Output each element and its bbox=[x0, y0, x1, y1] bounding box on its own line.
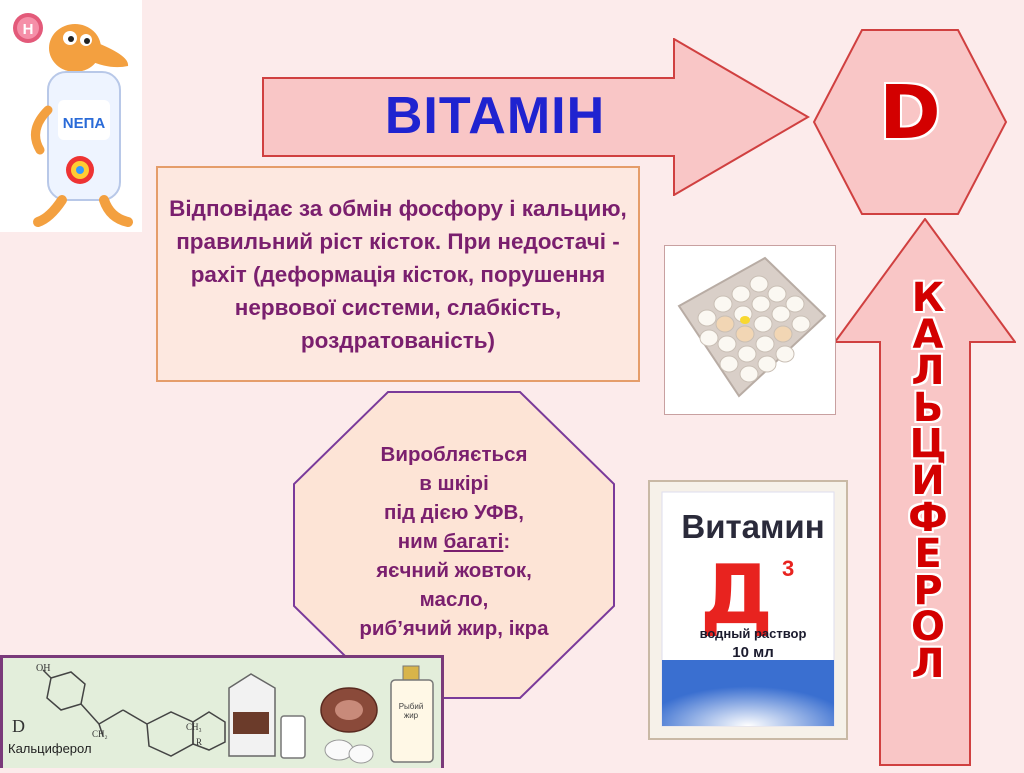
letter-1: К bbox=[911, 275, 945, 321]
letter-11: Л bbox=[911, 640, 945, 687]
letter-10: О bbox=[910, 604, 945, 651]
fish-oil-label: Рыбий жир bbox=[398, 702, 424, 720]
structure-ch3-label: CH₃ bbox=[186, 722, 202, 732]
letter-9: Р bbox=[913, 567, 943, 614]
structure-panel bbox=[0, 655, 444, 768]
product-brand: Витамин bbox=[681, 508, 825, 545]
product-subscript: 3 bbox=[782, 556, 795, 581]
letter-7: Ф bbox=[908, 494, 948, 541]
structure-caption: Кальциферол bbox=[8, 741, 92, 756]
letter-3: Л bbox=[911, 348, 945, 395]
octagon-shape bbox=[293, 391, 615, 699]
letter-5: Ц bbox=[909, 421, 947, 468]
title-vitamin: ВІТАМІН bbox=[384, 87, 606, 145]
hexagon-shape bbox=[812, 29, 1008, 215]
hexagon-letter: D bbox=[879, 70, 941, 156]
mascot-image: Н NEПA bbox=[0, 0, 142, 232]
octagon-line-3: під дією УФВ, bbox=[384, 501, 524, 524]
description-box: Відповідає за обмін фосфору і кальцию, п… bbox=[156, 166, 640, 382]
vitamin-d3-box-image bbox=[648, 480, 848, 740]
eggs-image bbox=[664, 245, 836, 415]
letter-8: Е bbox=[914, 531, 942, 578]
right-arrow-shape bbox=[262, 38, 810, 196]
mascot-badge: Н bbox=[23, 21, 34, 38]
product-line-2: 10 мл bbox=[732, 644, 774, 661]
up-arrow-shape bbox=[834, 218, 1016, 766]
octagon-line-5: яєчний жовток, bbox=[376, 559, 532, 582]
octagon-text: Виробляється в шкірі під дією УФВ, ним б… bbox=[310, 440, 598, 643]
octagon-line-2: в шкірі bbox=[419, 472, 489, 495]
structure-illustration bbox=[42, 665, 434, 764]
letter-4: Ь bbox=[912, 384, 944, 431]
octagon-line-4: ним багаті: bbox=[310, 527, 598, 556]
vertical-word-calciferol: К А Л Ь Ц И Ф Е Р О Л bbox=[878, 275, 978, 687]
octagon-line-6: масло, bbox=[419, 588, 489, 611]
product-line-1: водный раствор bbox=[699, 626, 807, 641]
structure-ch2-label: CH₂ bbox=[92, 729, 108, 739]
octagon-line-4-suffix: : bbox=[503, 530, 511, 553]
letter-6: И bbox=[911, 457, 945, 504]
octagon-line-1: Виробляється bbox=[380, 443, 528, 466]
mascot-label: NEПA bbox=[63, 115, 106, 132]
structure-r-label: R bbox=[196, 737, 203, 747]
description-text: Відповідає за обмін фосфору і кальцию, п… bbox=[169, 195, 627, 353]
structure-oh-label: OH bbox=[36, 663, 51, 674]
structure-letter: D bbox=[12, 716, 25, 736]
octagon-line-4-prefix: ним bbox=[397, 530, 444, 553]
octagon-line-7: риб’ячий жир, ікра bbox=[359, 617, 549, 640]
product-letter: Д bbox=[700, 548, 774, 643]
letter-2: А bbox=[912, 311, 944, 358]
octagon-line-4-underlined: багаті bbox=[443, 530, 504, 553]
